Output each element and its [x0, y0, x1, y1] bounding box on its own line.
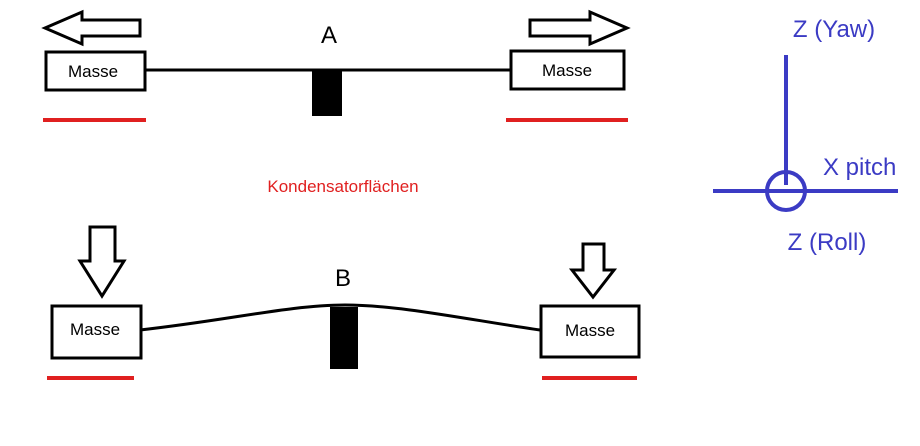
label-a: A: [321, 22, 337, 49]
capacitor-label: Kondensatorflächen: [267, 177, 418, 196]
anchor-b: [330, 307, 358, 369]
mass-a-left: [44, 50, 147, 92]
mass-a-right: [509, 49, 626, 91]
axis-pitch-label: X pitch: [823, 154, 896, 181]
label-b: B: [335, 265, 351, 292]
axis-indicator: Z (Yaw) X pitch Z (Roll): [713, 16, 898, 256]
mass-a-right-label: Masse: [542, 61, 592, 80]
arrow-left-icon: [41, 9, 142, 47]
beam-b-bent: [139, 303, 541, 332]
mass-b-left-label: Masse: [70, 320, 120, 339]
mass-b-right-label: Masse: [565, 321, 615, 340]
roll-axis-circle-icon: [765, 170, 807, 212]
scenario-b: B Masse Masse: [47, 225, 641, 380]
arrow-down-left-icon: [77, 225, 127, 299]
arrow-right-icon: [528, 9, 631, 47]
scenario-a: A Masse Masse: [41, 9, 631, 122]
mass-b-right: [539, 304, 641, 359]
anchor-a: [312, 70, 342, 116]
mass-a-left-label: Masse: [68, 62, 118, 81]
arrow-down-right-icon: [568, 242, 618, 300]
axis-roll-label: Z (Roll): [788, 229, 867, 256]
mass-b-left: [50, 304, 143, 360]
axis-yaw-label: Z (Yaw): [793, 16, 875, 43]
